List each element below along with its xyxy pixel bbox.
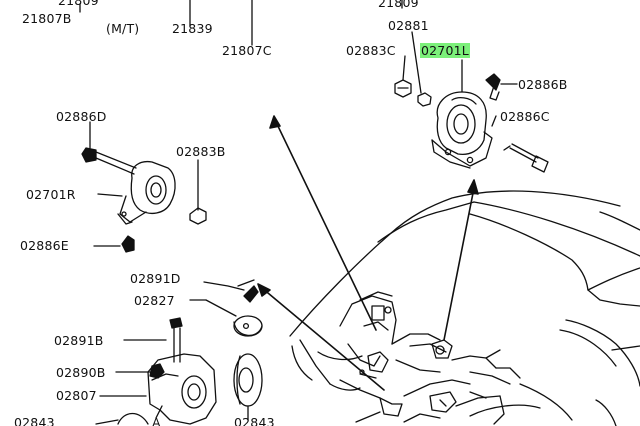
engine-mount-left-part bbox=[394, 31, 549, 173]
label-02827: 02827 bbox=[134, 293, 175, 308]
label-02883c: 02883C bbox=[346, 43, 396, 58]
label-02886c: 02886C bbox=[500, 109, 550, 124]
label-02886b: 02886B bbox=[518, 77, 568, 92]
label-02883b: 02883B bbox=[176, 144, 226, 159]
label-02843-right: 02843 bbox=[234, 415, 275, 426]
engine-mount-right-part bbox=[81, 121, 207, 253]
label-02890b: 02890B bbox=[56, 365, 106, 380]
label-21807b: 21807B bbox=[22, 11, 72, 26]
label-02891b: 02891B bbox=[54, 333, 104, 348]
label-02843-left: 02843 bbox=[14, 415, 55, 426]
label-02701r: 02701R bbox=[26, 187, 76, 202]
label-02886e: 02886E bbox=[20, 238, 69, 253]
label-21809-top-right: 21809 bbox=[378, 0, 419, 10]
label-21809-top-left: 21809 bbox=[58, 0, 99, 8]
highlight-02701l: 02701L bbox=[420, 43, 470, 58]
car-body-outline bbox=[289, 190, 640, 426]
label-a: A bbox=[152, 415, 161, 426]
lower-mount-parts bbox=[95, 279, 263, 425]
label-02807: 02807 bbox=[56, 388, 97, 403]
label-02891d: 02891D bbox=[130, 271, 181, 286]
label-02886d: 02886D bbox=[56, 109, 107, 124]
label-02701l: 02701L bbox=[420, 43, 470, 58]
engine-bay-detail bbox=[339, 291, 521, 425]
label-21807c: 21807C bbox=[222, 43, 272, 58]
label-mt: (M/T) bbox=[106, 21, 140, 36]
top-leader-lines bbox=[79, 0, 403, 46]
pointer-arrows bbox=[257, 115, 479, 391]
label-21839: 21839 bbox=[172, 21, 213, 36]
label-02881: 02881 bbox=[388, 18, 429, 33]
